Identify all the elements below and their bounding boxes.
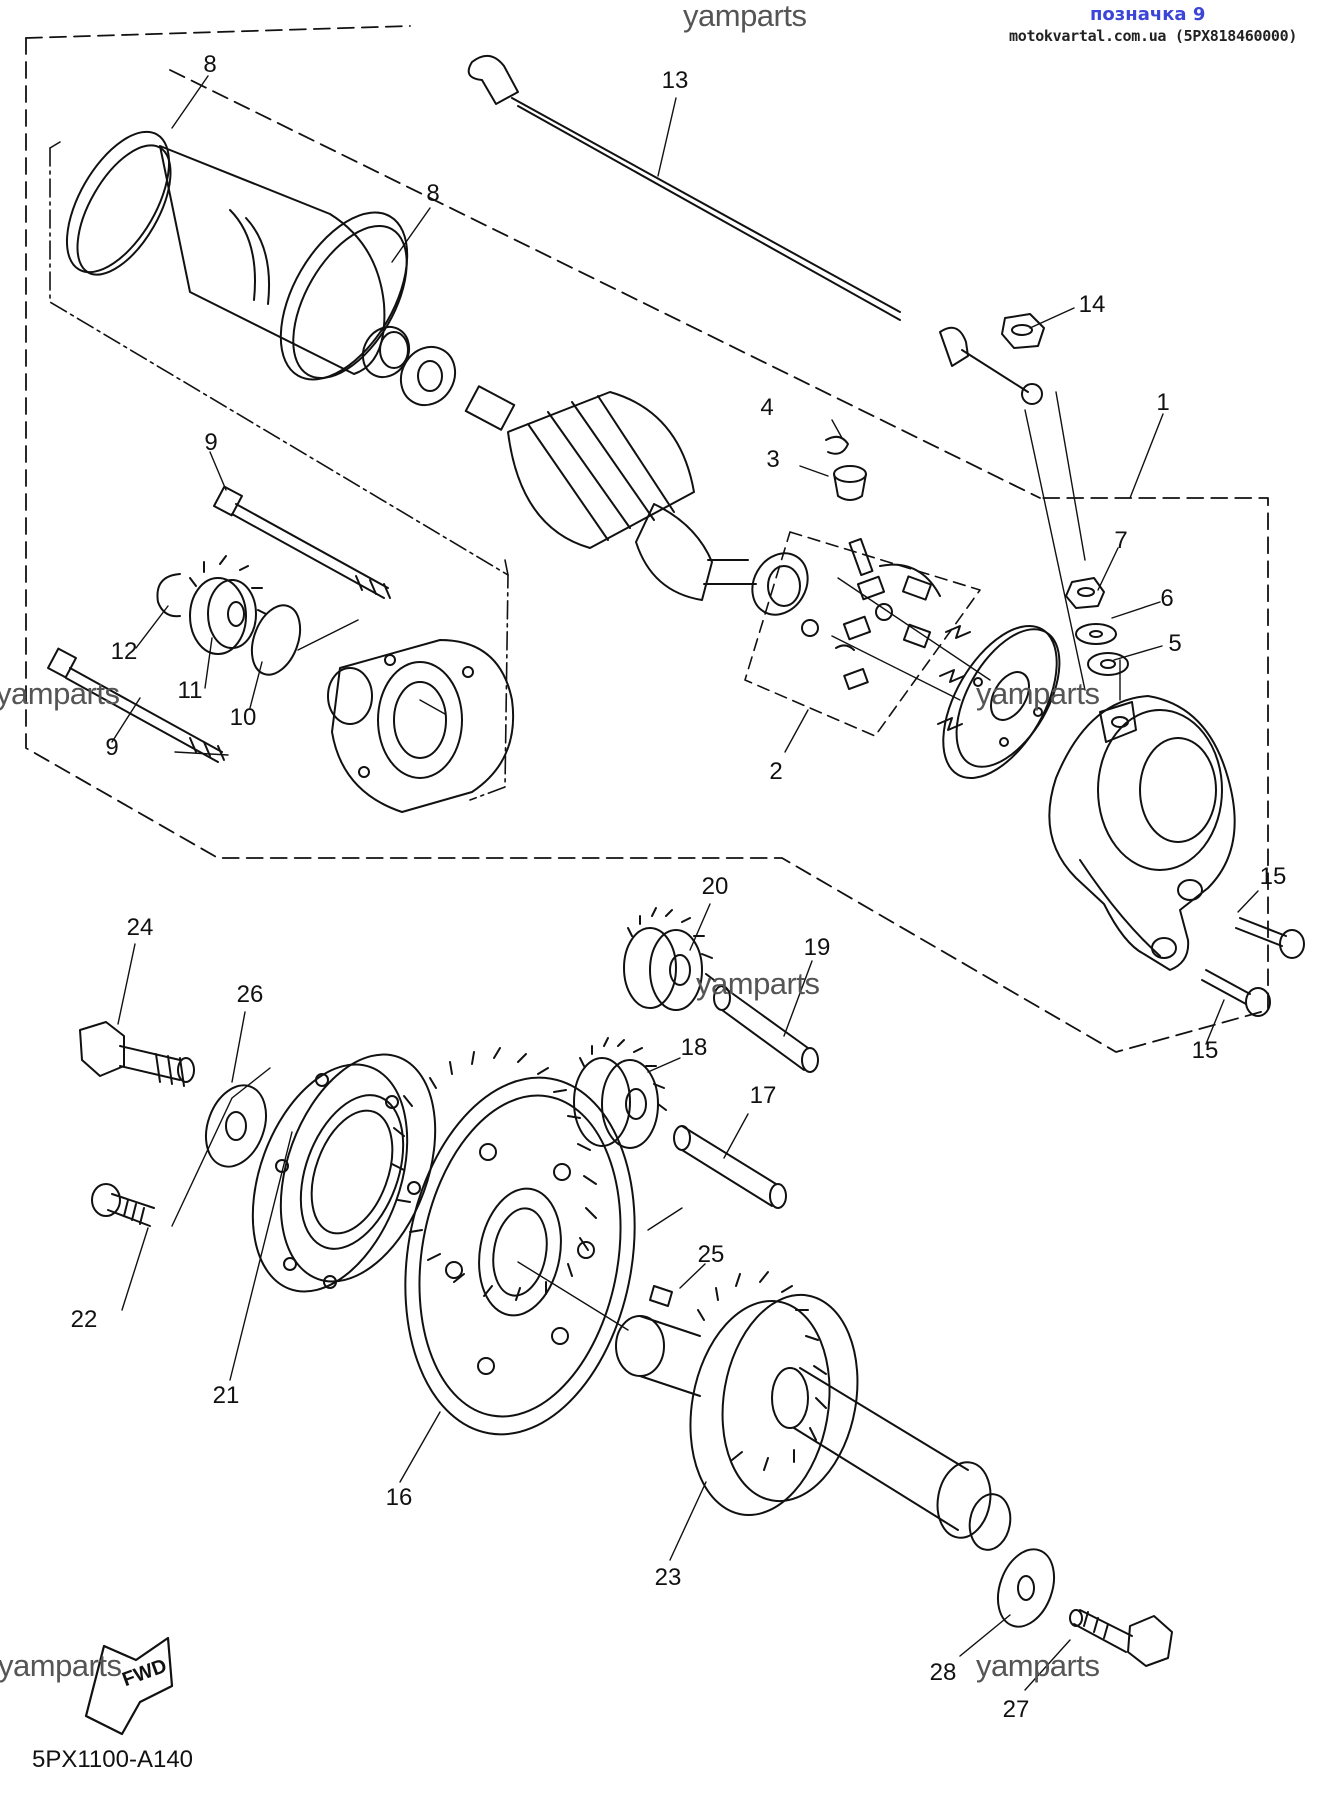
o-ring-10 bbox=[250, 604, 302, 676]
callout-19: 19 bbox=[803, 934, 831, 961]
clip-4 bbox=[825, 435, 849, 455]
bolt-22 bbox=[91, 1183, 155, 1227]
callout-6: 6 bbox=[1160, 585, 1174, 612]
brush-plate bbox=[942, 625, 1061, 779]
callout-15-upper: 15 bbox=[1259, 863, 1287, 890]
watermark-left: yamparts bbox=[0, 676, 120, 711]
callout-8-lower: 8 bbox=[426, 180, 440, 207]
front-cover bbox=[327, 639, 515, 813]
leader-lines bbox=[111, 75, 1259, 1691]
key-25 bbox=[649, 1285, 673, 1307]
bolt-9-upper bbox=[213, 485, 391, 599]
callout-24: 24 bbox=[126, 914, 154, 941]
gear-20 bbox=[623, 907, 715, 1011]
watermark-top: yamparts bbox=[683, 0, 807, 33]
callout-23: 23 bbox=[654, 1564, 682, 1591]
bolt-27 bbox=[1069, 1609, 1173, 1667]
callout-9-upper: 9 bbox=[204, 429, 218, 456]
yoke-housing bbox=[65, 130, 457, 407]
callout-21: 21 bbox=[212, 1382, 240, 1409]
rear-cover bbox=[1048, 695, 1236, 971]
callout-10: 10 bbox=[229, 704, 257, 731]
callout-11: 11 bbox=[177, 677, 203, 704]
subassembly-outline bbox=[49, 141, 509, 801]
shaft-19 bbox=[713, 985, 819, 1073]
callout-3: 3 bbox=[766, 446, 780, 473]
pinion-11 bbox=[189, 555, 267, 655]
callout-20: 20 bbox=[701, 873, 729, 900]
gear-18 bbox=[573, 1037, 667, 1149]
watermark-right: yamparts bbox=[976, 676, 1100, 711]
callout-15-lower: 15 bbox=[1191, 1037, 1219, 1064]
bolt-9-lower bbox=[47, 647, 225, 763]
header-source: motokvartal.com.ua (5PX818460000) bbox=[1009, 27, 1298, 45]
callout-8-upper: 8 bbox=[203, 51, 217, 78]
washer-26 bbox=[205, 1084, 267, 1168]
callout-27: 27 bbox=[1002, 1696, 1030, 1723]
diagram-code: 5PX1100-A140 bbox=[32, 1746, 194, 1773]
starter-clutch bbox=[251, 1053, 437, 1293]
callout-14: 14 bbox=[1078, 291, 1106, 318]
bolt-24 bbox=[79, 1021, 195, 1087]
callout-18: 18 bbox=[680, 1034, 708, 1061]
callout-2: 2 bbox=[769, 758, 783, 785]
callout-12: 12 bbox=[110, 638, 138, 665]
washer-6 bbox=[1075, 623, 1117, 645]
armature bbox=[464, 385, 809, 616]
gear-16 bbox=[391, 1047, 636, 1436]
brush-holder bbox=[801, 537, 971, 731]
starter-cable bbox=[467, 55, 1043, 405]
screw-15-lower bbox=[1201, 969, 1271, 1017]
screw-15-upper bbox=[1235, 917, 1305, 959]
callout-17: 17 bbox=[749, 1082, 777, 1109]
washer-5 bbox=[1087, 652, 1129, 676]
callout-4: 4 bbox=[760, 394, 774, 421]
callout-22: 22 bbox=[70, 1306, 98, 1333]
callout-9-lower: 9 bbox=[105, 734, 119, 761]
callout-25: 25 bbox=[697, 1241, 725, 1268]
washer-28 bbox=[996, 1548, 1056, 1628]
watermark-bottom-right: yamparts bbox=[976, 1648, 1100, 1683]
callout-7: 7 bbox=[1114, 527, 1128, 554]
callout-1: 1 bbox=[1156, 389, 1170, 416]
shaft-17 bbox=[673, 1125, 787, 1209]
shaft-gear-23 bbox=[615, 1271, 1012, 1551]
nut-14 bbox=[1001, 313, 1045, 349]
nut-7 bbox=[1065, 577, 1105, 609]
bushing-3 bbox=[833, 465, 867, 501]
fwd-arrow-icon bbox=[84, 1636, 174, 1736]
watermark-middle: yamparts bbox=[696, 966, 820, 1001]
circlip-12 bbox=[156, 573, 181, 618]
assembly-outline bbox=[25, 25, 1269, 1053]
callout-13: 13 bbox=[661, 67, 689, 94]
callout-5: 5 bbox=[1168, 630, 1182, 657]
header-label: позначка 9 bbox=[1090, 4, 1206, 25]
callout-28: 28 bbox=[929, 1659, 957, 1686]
callout-16: 16 bbox=[385, 1484, 413, 1511]
callout-26: 26 bbox=[236, 981, 264, 1008]
watermark-bottom-left: yamparts bbox=[0, 1648, 122, 1683]
